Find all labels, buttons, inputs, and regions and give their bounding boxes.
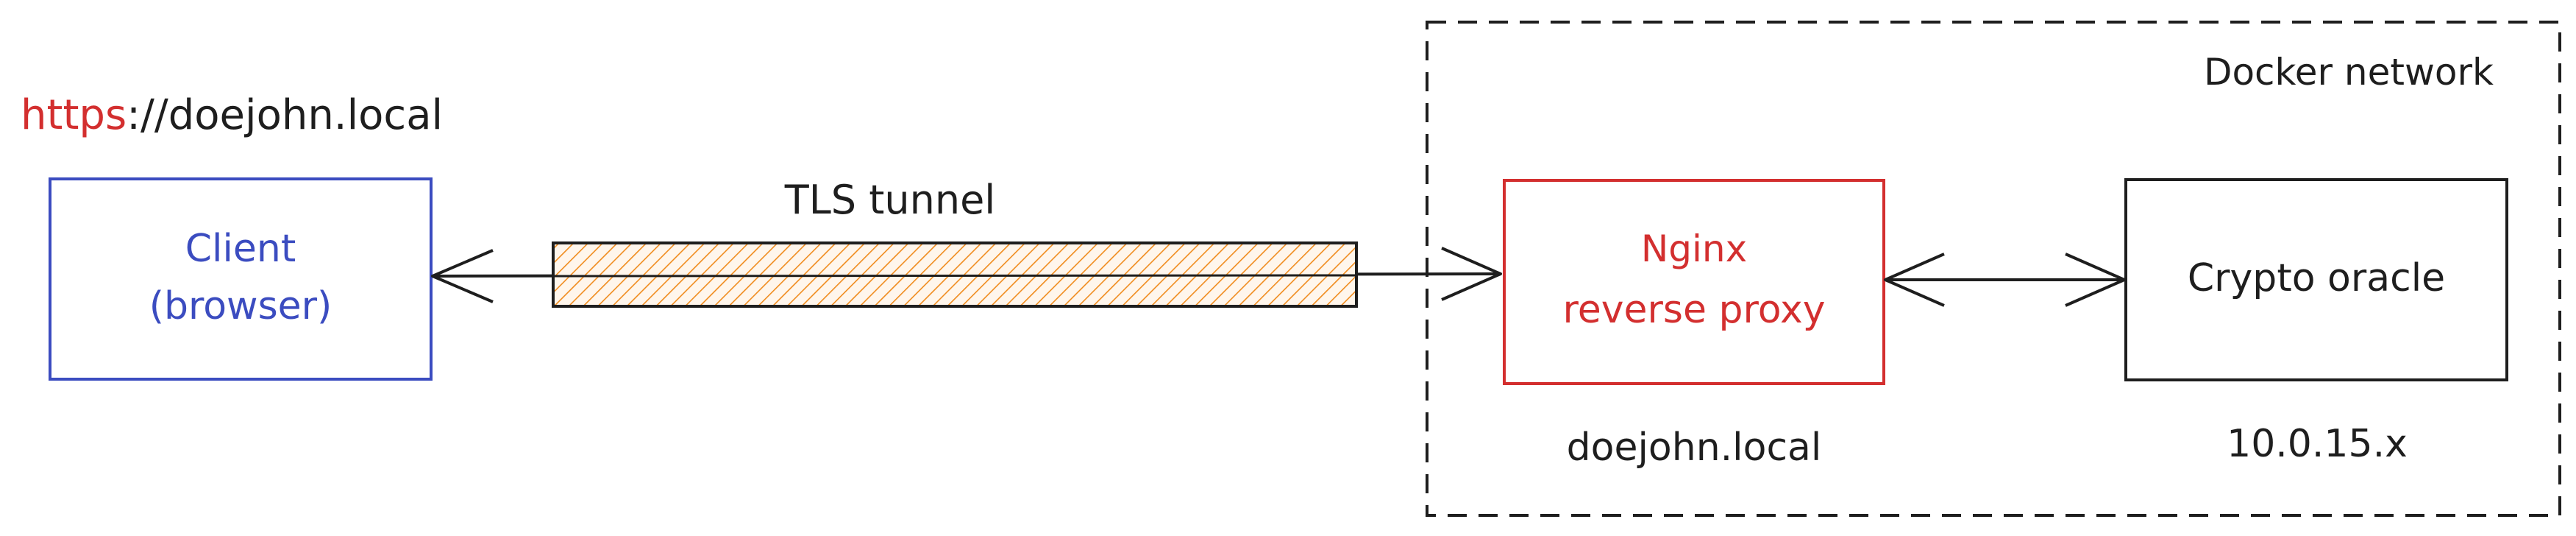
nginx-label-line2: reverse proxy [1563, 288, 1826, 332]
client-label-line2: (browser) [149, 284, 332, 328]
docker-network-label: Docker network [2204, 51, 2494, 94]
client-box [49, 177, 433, 381]
client-label-line1: Client [185, 227, 296, 271]
crypto-oracle-label: Crypto oracle [2188, 256, 2445, 300]
url-rest: ://doejohn.local [127, 91, 443, 139]
url-label: https://doejohn.local [21, 91, 443, 139]
crypto-oracle-box [2124, 178, 2508, 381]
tunnel-label: TLS tunnel [784, 177, 996, 223]
nginx-box [1503, 179, 1885, 385]
crypto-oracle-ip: 10.0.15.x [2227, 422, 2408, 466]
arrowhead-left-icon [1884, 253, 1945, 307]
tunnel-inner-line [552, 274, 1357, 278]
arrowhead-left-icon [431, 249, 494, 303]
arrowhead-right-icon [1441, 247, 1502, 301]
nginx-hostname: doejohn.local [1567, 426, 1822, 470]
url-scheme: https [21, 91, 127, 139]
docker-network-boundary [1426, 21, 2561, 517]
nginx-label-line1: Nginx [1641, 228, 1747, 270]
